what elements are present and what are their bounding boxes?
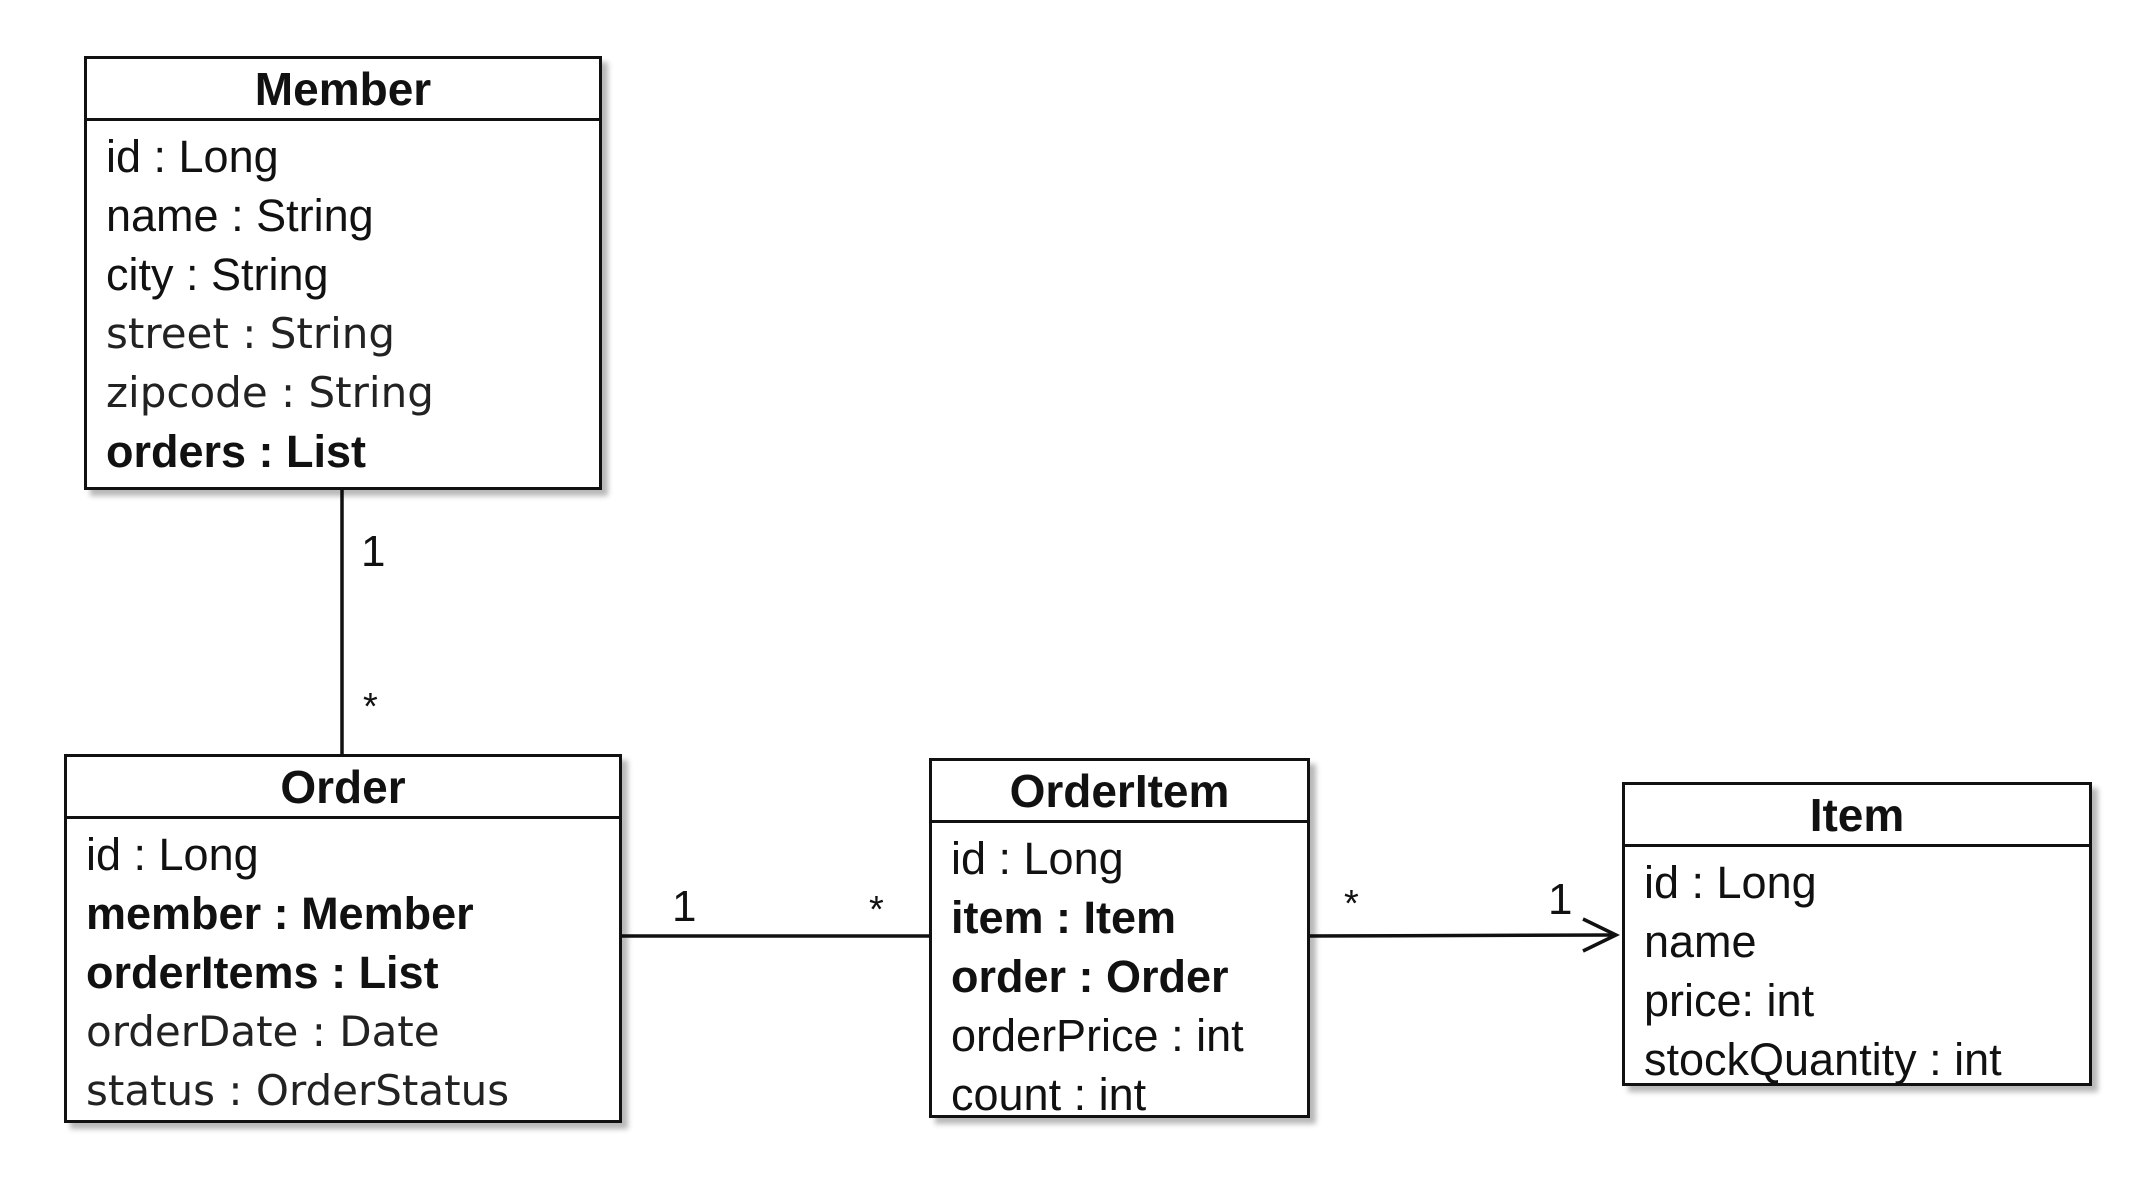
attribute-order-status: status : OrderStatus: [86, 1065, 510, 1115]
class-member[interactable]: Member id : Long name : String city : St…: [84, 56, 602, 490]
attribute-member-orders: orders : List: [106, 426, 367, 477]
multiplicity-orderitem-item-target: 1: [1548, 875, 1573, 924]
orderitem-item-association-line: [1305, 933, 1615, 938]
class-item-name: Item: [1625, 785, 2089, 847]
class-order[interactable]: Order id : Long member : Member orderIte…: [64, 754, 622, 1123]
attribute-order-member: member : Member: [86, 888, 474, 939]
attribute-item-id: id : Long: [1644, 857, 1817, 908]
class-member-attributes: id : Long name : String city : String st…: [87, 121, 599, 481]
class-order-attributes: id : Long member : Member orderItems : L…: [67, 819, 619, 1120]
class-item-attributes: id : Long name price: int stockQuantity …: [1625, 847, 2089, 1089]
attribute-orderitem-orderprice: orderPrice : int: [951, 1010, 1244, 1061]
multiplicity-member-order-target: *: [363, 686, 378, 728]
class-order-name: Order: [67, 757, 619, 819]
class-item[interactable]: Item id : Long name price: int stockQuan…: [1622, 782, 2092, 1086]
attribute-member-name: name : String: [106, 190, 374, 241]
attribute-item-name: name: [1644, 916, 1757, 967]
multiplicity-order-orderitem-target: *: [869, 889, 884, 931]
class-member-name: Member: [87, 59, 599, 121]
attribute-order-orderitems: orderItems : List: [86, 947, 439, 998]
attribute-item-price: price: int: [1644, 975, 1815, 1026]
class-orderitem[interactable]: OrderItem id : Long item : Item order : …: [929, 758, 1310, 1118]
attribute-item-stockquantity: stockQuantity : int: [1644, 1034, 2002, 1085]
attribute-orderitem-item: item : Item: [951, 892, 1177, 943]
class-orderitem-attributes: id : Long item : Item order : Order orde…: [932, 823, 1307, 1124]
attribute-member-zipcode: zipcode : String: [106, 367, 434, 417]
navigation-arrowhead-icon: [1582, 917, 1621, 953]
attribute-orderitem-order: order : Order: [951, 951, 1229, 1002]
attribute-member-street: street : String: [106, 308, 396, 358]
multiplicity-orderitem-item-source: *: [1344, 883, 1359, 925]
attribute-order-orderdate: orderDate : Date: [86, 1006, 440, 1056]
attribute-member-id: id : Long: [106, 131, 279, 182]
attribute-order-id: id : Long: [86, 829, 259, 880]
attribute-orderitem-count: count : int: [951, 1069, 1147, 1120]
class-orderitem-name: OrderItem: [932, 761, 1307, 823]
multiplicity-order-orderitem-source: 1: [672, 882, 697, 931]
attribute-member-city: city : String: [106, 249, 329, 300]
multiplicity-member-order-source: 1: [361, 527, 386, 576]
attribute-orderitem-id: id : Long: [951, 833, 1124, 884]
